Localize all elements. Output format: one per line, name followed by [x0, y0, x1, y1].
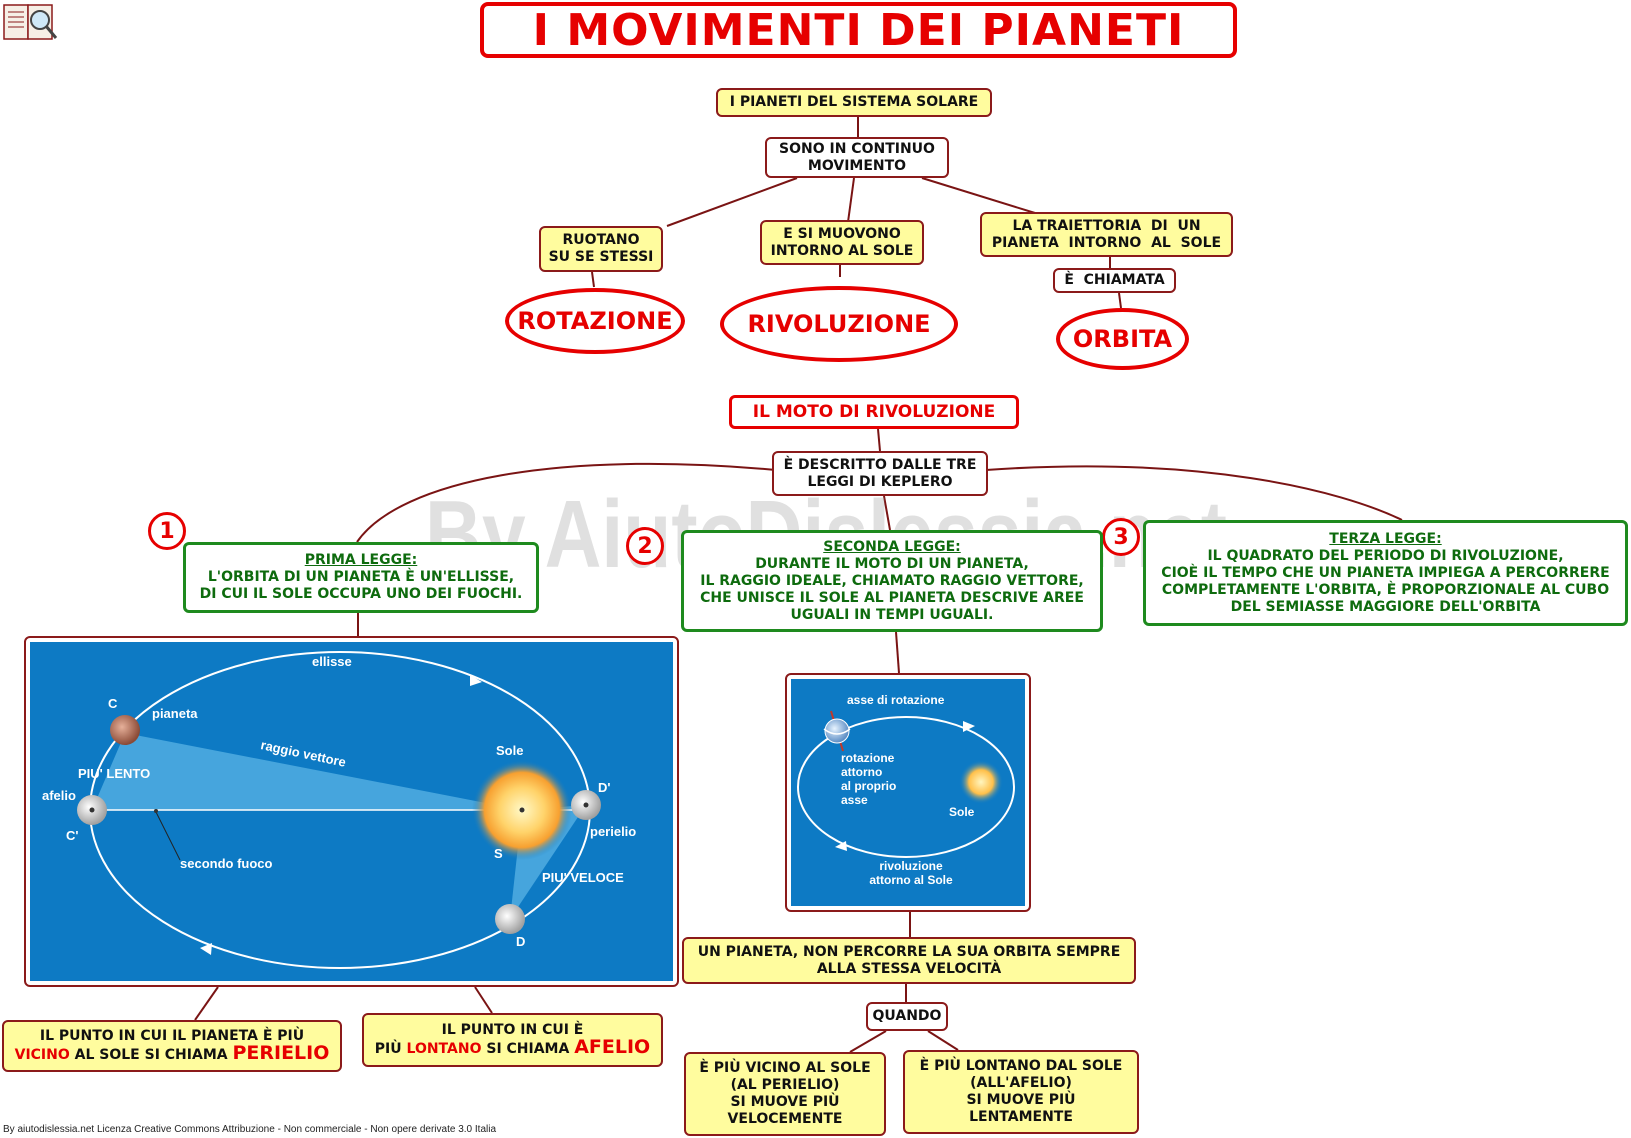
asse-label: asse di rotazione [847, 693, 945, 707]
law-number-3: 3 [1102, 518, 1140, 556]
sole-small-label: Sole [949, 805, 975, 819]
c-label: C [108, 696, 118, 711]
called-link-box: È CHIAMATA [1053, 268, 1176, 293]
area-sector-far [92, 733, 522, 810]
arrow-bottom-icon [200, 943, 212, 955]
rivoluzione-caption: rivoluzione attorno al Sole [869, 859, 953, 887]
page-title-text: I MOVIMENTI DEI PIANETI [532, 4, 1185, 56]
afelio-box: IL PUNTO IN CUI È PIÙ LONTANO SI CHIAMA … [362, 1013, 663, 1067]
quando-box: QUANDO [866, 1002, 948, 1031]
second-focus-dot [154, 809, 158, 813]
arrow-top-icon [470, 675, 482, 686]
focus-pointer [155, 811, 181, 861]
d-label: D [516, 934, 526, 949]
sole-label: Sole [496, 743, 524, 758]
c-prime-label: C' [66, 828, 79, 843]
moto-title-box: IL MOTO DI RIVOLUZIONE [729, 395, 1019, 429]
sun-small-icon [959, 760, 1003, 804]
rivoluzione-oval: RIVOLUZIONE [720, 286, 958, 362]
planets-root-box: I PIANETI DEL SISTEMA SOLARE [716, 88, 992, 117]
rotation-drawing [797, 710, 1015, 858]
planet-d-icon [495, 904, 525, 934]
speed-box: UN PIANETA, NON PERCORRE LA SUA ORBITA S… [682, 937, 1136, 984]
piu-lento-label: PIU' LENTO [78, 766, 151, 781]
page-title: I MOVIMENTI DEI PIANETI [480, 2, 1237, 58]
orbit-path [797, 716, 1015, 858]
license-footer: By aiutodislessia.net Licenza Creative C… [3, 1124, 497, 1135]
orbit-arrow-bottom-icon [835, 841, 847, 851]
d-prime-label: D' [598, 780, 611, 795]
ellipse-orbit-figure: ellisse C pianeta raggio vettore Sole D'… [24, 636, 679, 987]
perielio-label: perielio [590, 824, 637, 839]
secondo-fuoco-label: secondo fuoco [180, 856, 273, 871]
book-logo-icon[interactable] [2, 2, 58, 44]
s-label: S [494, 846, 503, 861]
first-law-box: PRIMA LEGGE: L'ORBITA DI UN PIANETA È UN… [183, 542, 539, 613]
perielio-box: IL PUNTO IN CUI IL PIANETA È PIÙ VICINO … [2, 1020, 342, 1072]
rotation-revolution-figure: asse di rotazione rotazione attorno al p… [785, 673, 1031, 912]
law-number-2: 2 [626, 527, 664, 565]
rotazione-caption: rotazione attorno al proprio asse [841, 751, 897, 807]
third-law-box: TERZA LEGGE: IL QUADRATO DEL PERIODO DI … [1143, 520, 1628, 626]
second-law-box: SECONDA LEGGE: DURANTE IL MOTO DI UN PIA… [681, 530, 1103, 632]
rotazione-oval: ROTAZIONE [505, 288, 685, 354]
planet-c-icon [110, 715, 140, 745]
farther-slower-box: È PIÙ LONTANO DAL SOLE(ALL'AFELIO) SI MU… [903, 1050, 1139, 1134]
afelio-label: afelio [42, 788, 76, 803]
orbit-drawing [77, 651, 601, 969]
law-number-1: 1 [148, 512, 186, 550]
closer-faster-box: È PIÙ VICINO AL SOLE(AL PERIELIO) SI MUO… [684, 1052, 886, 1136]
piu-veloce-label: PIU' VELOCE [542, 870, 624, 885]
orbit-arrow-top-icon [963, 721, 975, 732]
ellisse-label: ellisse [312, 654, 352, 669]
pianeta-label: pianeta [152, 706, 198, 721]
planet-earth-icon [824, 718, 850, 744]
orbita-oval: ORBITA [1056, 308, 1189, 370]
